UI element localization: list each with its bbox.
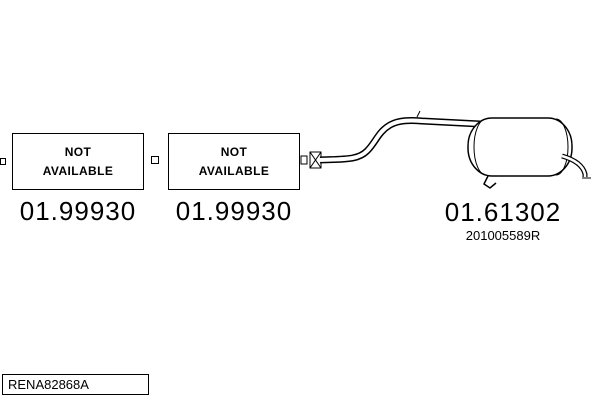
part-number-front[interactable]: 01.99930 xyxy=(19,196,137,226)
exhaust-pipe xyxy=(319,110,481,164)
oem-number: 201005589R xyxy=(465,228,541,243)
connector-node xyxy=(0,158,6,165)
part-box-middle[interactable]: NOT AVAILABLE xyxy=(168,133,300,190)
hanger-bracket-icon xyxy=(483,175,497,189)
rear-silencer-drawing xyxy=(300,110,591,189)
part-number-rear[interactable]: 01.61302 xyxy=(444,197,562,227)
reference-code: RENA82868A xyxy=(8,377,89,392)
silencer-body xyxy=(467,117,573,177)
reference-code-box: RENA82868A xyxy=(2,374,149,395)
part-number-middle[interactable]: 01.99930 xyxy=(175,196,293,226)
availability-label: NOT AVAILABLE xyxy=(42,144,114,178)
availability-label: NOT AVAILABLE xyxy=(198,144,270,178)
connector-node xyxy=(151,156,159,164)
inlet-flange-icon xyxy=(300,151,322,169)
tailpipe xyxy=(561,153,591,179)
part-box-front[interactable]: NOT AVAILABLE xyxy=(12,133,144,190)
